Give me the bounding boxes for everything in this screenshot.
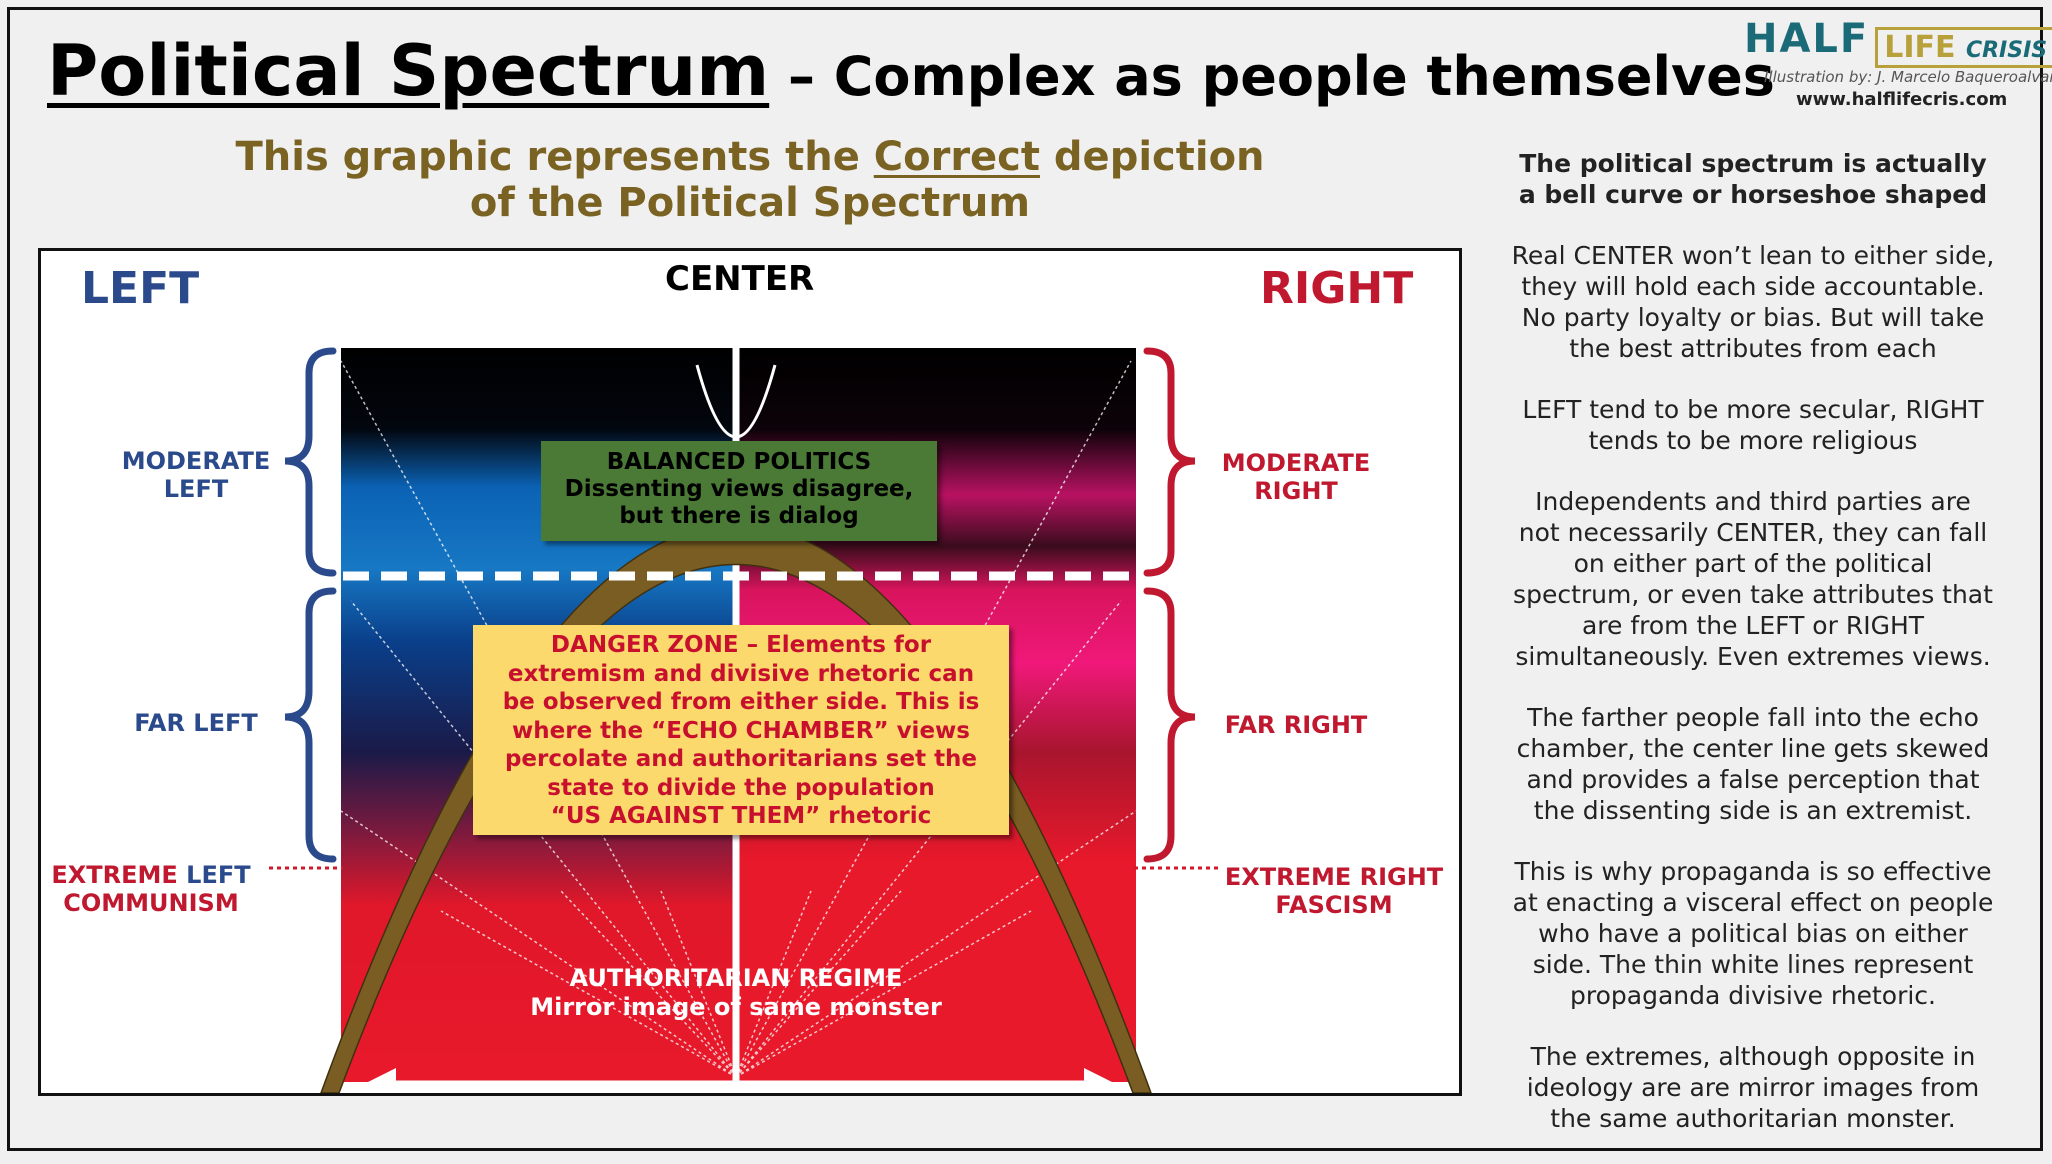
left-braces — [284, 347, 337, 863]
brand-life-text: LIFE — [1884, 30, 1956, 65]
balanced-politics-box: BALANCED POLITICS Dissenting views disag… — [541, 441, 937, 541]
moderate-left-line1: MODERATE — [121, 447, 271, 475]
center-heading: CENTER — [665, 259, 815, 299]
extreme-left-word2: LEFT — [186, 861, 251, 889]
left-heading: LEFT — [81, 263, 200, 314]
extreme-right-line1: EXTREME RIGHT — [1224, 863, 1444, 891]
notes-line: and provides a false perception that — [1526, 765, 1980, 794]
notes-heading-line: The political spectrum is actually — [1519, 149, 1987, 178]
headline-pre: This graphic represents the — [235, 134, 874, 180]
notes-line: at enacting a visceral effect on people — [1512, 888, 1994, 917]
brand-half: HALF — [1744, 16, 1870, 62]
notes-line: The extremes, although opposite in — [1530, 1042, 1976, 1071]
extreme-right-label: EXTREME RIGHT FASCISM — [1224, 863, 1444, 919]
danger-line5: percolate and authoritarians set the — [504, 746, 978, 772]
title-main: Political Spectrum — [47, 30, 770, 112]
notes-heading-line: a bell curve or horseshoe shaped — [1518, 180, 1988, 209]
danger-line1: DANGER ZONE – Elements for — [550, 632, 932, 658]
notes-line: ideology are are mirror images from — [1526, 1073, 1980, 1102]
danger-line7: “US AGAINST THEM” rhetoric — [550, 803, 932, 829]
balanced-line2: Dissenting views disagree, — [564, 476, 914, 502]
far-left-label: FAR LEFT — [134, 709, 258, 737]
notes-line: propaganda divisive rhetoric. — [1570, 981, 1936, 1010]
extreme-left-line2: COMMUNISM — [63, 889, 239, 917]
danger-line4: where the “ECHO CHAMBER” views — [512, 717, 970, 744]
notes-line: chamber, the center line gets skewed — [1516, 734, 1990, 763]
moderate-right-line1: MODERATE — [1221, 449, 1371, 477]
notes-line: simultaneously. Even extremes views. — [1515, 642, 1991, 671]
notes-line: the best attributes from each — [1569, 334, 1937, 363]
balanced-line1: BALANCED POLITICS — [606, 449, 872, 475]
moderate-right-label: MODERATE RIGHT — [1211, 449, 1381, 505]
notes-line: tends to be more religious — [1588, 426, 1918, 455]
headline-line1: This graphic represents the Correct depi… — [205, 134, 1295, 180]
danger-line3: be observed from either side. This is — [502, 689, 980, 715]
notes-paragraph: Real CENTER won’t lean to either side,th… — [1498, 240, 2008, 364]
headline-line2: of the Political Spectrum — [469, 180, 1031, 226]
headline-post: depiction — [1040, 134, 1265, 180]
spectrum-panel: LEFT CENTER RIGHT MODERATE LEFT MODERATE… — [38, 248, 1462, 1096]
moderate-left-label: MODERATE LEFT — [111, 447, 281, 503]
notes-line: Real CENTER won’t lean to either side, — [1511, 241, 1995, 270]
notes-line: they will hold each side accountable. — [1521, 272, 1985, 301]
authoritarian-regime-label: AUTHORITARIAN REGIME Mirror image of sam… — [496, 964, 976, 1022]
notes-line: The farther people fall into the echo — [1527, 703, 1979, 732]
extreme-right-line2: FASCISM — [1275, 891, 1393, 919]
notes-line: not necessarily CENTER, they can fall — [1518, 518, 1988, 547]
notes-line: No party loyalty or bias. But will take — [1521, 303, 1985, 332]
right-braces — [1143, 347, 1196, 863]
brand-life: LIFE CRISIS — [1875, 27, 2052, 68]
page-title: Political Spectrum – Complex as people t… — [47, 30, 1775, 112]
extreme-left-word1: EXTREME — [51, 861, 178, 889]
authoritarian-line2: Mirror image of same monster — [530, 993, 942, 1021]
danger-zone-box: DANGER ZONE – Elements for extremism and… — [473, 625, 1009, 835]
notes-line: side. The thin white lines represent — [1532, 950, 1974, 979]
notes-line: the same authoritarian monster. — [1550, 1104, 1956, 1133]
brand-url: www.halflifecris.com — [1796, 89, 2008, 110]
illustration-credit: Illustration by: J. Marcelo Baqueroalvar… — [1764, 68, 2052, 86]
inner-curve — [695, 364, 777, 439]
right-heading: RIGHT — [1260, 263, 1414, 314]
headline: This graphic represents the Correct depi… — [205, 134, 1295, 226]
extreme-left-line1: EXTREME LEFT — [51, 861, 251, 889]
brand-crisis: CRISIS — [1965, 38, 2048, 63]
notes-line: are from the LEFT or RIGHT — [1581, 611, 1925, 640]
notes-line: LEFT tend to be more secular, RIGHT — [1522, 395, 1984, 424]
moderate-left-line2: LEFT — [163, 475, 229, 503]
notes-line: This is why propaganda is so effective — [1514, 857, 1992, 886]
notes-line: who have a political bias on either — [1538, 919, 1968, 948]
notes-line: on either part of the political — [1573, 549, 1933, 578]
notes-line: Independents and third parties are — [1535, 487, 1971, 516]
moderate-right-line2: RIGHT — [1254, 477, 1338, 505]
extreme-left-label: EXTREME LEFT COMMUNISM — [51, 861, 251, 917]
authoritarian-line1: AUTHORITARIAN REGIME — [569, 964, 903, 992]
danger-line6: state to divide the population — [547, 774, 935, 801]
notes-line: spectrum, or even take attributes that — [1513, 580, 1993, 609]
balanced-line3: but there is dialog — [619, 503, 859, 529]
danger-line2: extremism and divisive rhetoric can — [507, 660, 975, 687]
headline-emphasis: Correct — [873, 134, 1040, 180]
far-right-label: FAR RIGHT — [1224, 711, 1368, 739]
notes-line: the dissenting side is an extremist. — [1533, 796, 1973, 825]
title-subtitle: – Complex as people themselves — [769, 45, 1775, 108]
